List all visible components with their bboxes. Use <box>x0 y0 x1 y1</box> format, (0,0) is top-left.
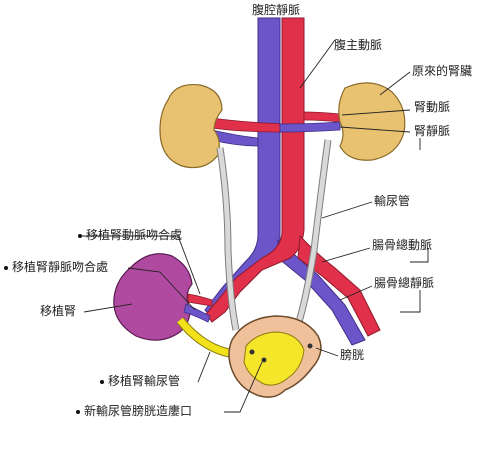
left-ureter-inner <box>217 147 239 331</box>
leader-bladder <box>315 347 339 357</box>
label-new-ureter-orifice: 新輸尿管膀胱造廔口 <box>84 404 193 418</box>
leader-iliac-vein <box>339 285 421 313</box>
label-ivc: 腹腔靜脈 <box>252 3 301 17</box>
bladder-lumen <box>243 331 305 386</box>
label-graft-ureter: 移植腎輸尿管 <box>108 374 181 388</box>
leader-iliac-artery <box>321 247 429 263</box>
left-renal-vein <box>211 129 259 147</box>
right-iliac-artery <box>297 234 381 337</box>
graft-artery <box>187 293 213 307</box>
leader-dots <box>4 234 104 414</box>
dot-new-orifice <box>76 410 80 414</box>
right-ureter-inner <box>295 139 331 326</box>
leader-renal-vein <box>339 126 421 150</box>
leader-renal-artery <box>341 109 411 116</box>
label-native-kidney: 原來的腎臟 <box>412 64 473 78</box>
label-aorta: 腹主動脈 <box>334 38 383 52</box>
dot-graft-vein <box>4 266 8 270</box>
label-graft-vein-anastomosis: 移植腎靜脈吻合處 <box>12 260 109 274</box>
label-bladder: 膀胱 <box>340 348 365 362</box>
leader-new-orifice <box>224 361 263 413</box>
leader-aorta <box>299 39 336 89</box>
label-renal-artery: 腎動脈 <box>414 100 451 114</box>
label-iliac-artery: 腸骨總動脈 <box>372 238 433 252</box>
label-graft-artery-anastomosis: 移植腎動脈吻合處 <box>86 228 183 242</box>
leader-graft-vein <box>127 267 196 311</box>
ureter-orifice-right <box>307 343 313 349</box>
label-graft-kidney: 移植腎 <box>40 304 77 318</box>
leader-ureter <box>321 201 373 219</box>
dot-graft-ureter <box>100 380 104 384</box>
label-iliac-vein: 腸骨總靜脈 <box>374 276 435 290</box>
leader-lines <box>80 39 429 413</box>
right-renal-vein <box>279 121 341 133</box>
leader-native-kidney <box>379 71 411 96</box>
leader-graft-artery <box>80 235 201 295</box>
label-renal-vein: 腎靜脈 <box>414 124 451 138</box>
new-ureter-orifice <box>261 357 267 363</box>
label-ureter: 輸尿管 <box>374 194 411 208</box>
graft-kidney <box>113 253 193 341</box>
graft-vein <box>183 303 211 323</box>
ureter-orifice-left <box>249 349 255 355</box>
right-renal-artery <box>303 111 341 123</box>
right-native-kidney <box>338 82 406 161</box>
dot-graft-artery <box>78 234 82 238</box>
leader-graft-ureter <box>197 351 211 383</box>
leader-graft-kidney <box>83 303 133 313</box>
left-native-kidney <box>159 83 223 169</box>
